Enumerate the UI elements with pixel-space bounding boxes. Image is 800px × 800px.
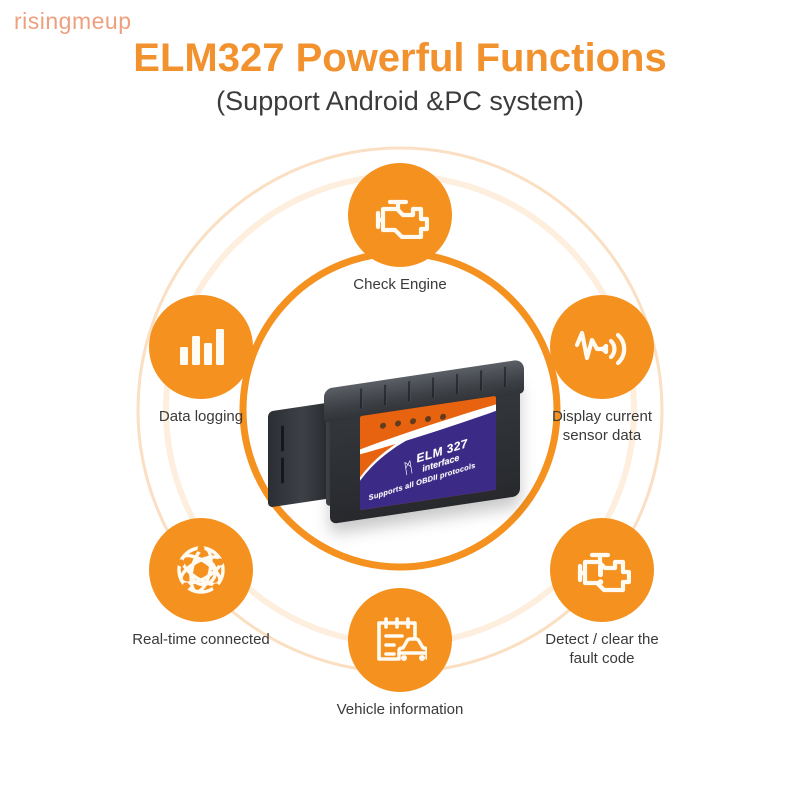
page-title: ELM327 Powerful Functions [133, 36, 667, 80]
bar-chart-icon [180, 329, 224, 365]
feature-icon-bubble[interactable] [550, 518, 654, 622]
feature-display-sensor-data[interactable]: Display current sensor data [492, 295, 712, 446]
feature-label: Display current sensor data [492, 408, 712, 446]
watermark: risingmeup [14, 8, 132, 34]
feature-check-engine[interactable]: Check Engine [290, 163, 510, 295]
feature-icon-bubble[interactable] [348, 163, 452, 267]
feature-label: Vehicle information [336, 701, 464, 718]
feature-label-line2: sensor data [562, 426, 642, 444]
feature-icon-bubble[interactable] [149, 518, 253, 622]
feature-label-line2: fault code [569, 649, 635, 667]
feature-icon-bubble[interactable] [348, 588, 452, 692]
feature-label: Real-time connected [132, 631, 270, 648]
clipboard-car-icon [377, 617, 427, 661]
feature-label: Detect / clear the fault code [492, 631, 712, 669]
engine-icon [375, 199, 429, 239]
feature-label-line1: Detect / clear the [545, 631, 659, 648]
network-globe-icon [177, 545, 225, 594]
feature-vehicle-information[interactable]: Vehicle information [290, 588, 510, 720]
feature-data-logging[interactable]: Data logging [91, 295, 311, 427]
engine-warning-icon [577, 552, 631, 593]
feature-label: Data logging [158, 408, 244, 425]
feature-wheel-diagram: ᛗ ELM 327 interface Supports all OBDII p… [0, 140, 800, 800]
page-subtitle: (Support Android &PC system) [216, 86, 584, 116]
feature-label: Check Engine [353, 276, 447, 293]
feature-label-line1: Display current [551, 408, 653, 425]
waveform-signal-icon [574, 330, 627, 366]
feature-icon-bubble[interactable] [550, 295, 654, 399]
feature-icon-bubble[interactable] [149, 295, 253, 399]
feature-detect-clear-fault-code[interactable]: Detect / clear the fault code [492, 518, 712, 669]
feature-real-time-connected[interactable]: Real-time connected [91, 518, 311, 650]
